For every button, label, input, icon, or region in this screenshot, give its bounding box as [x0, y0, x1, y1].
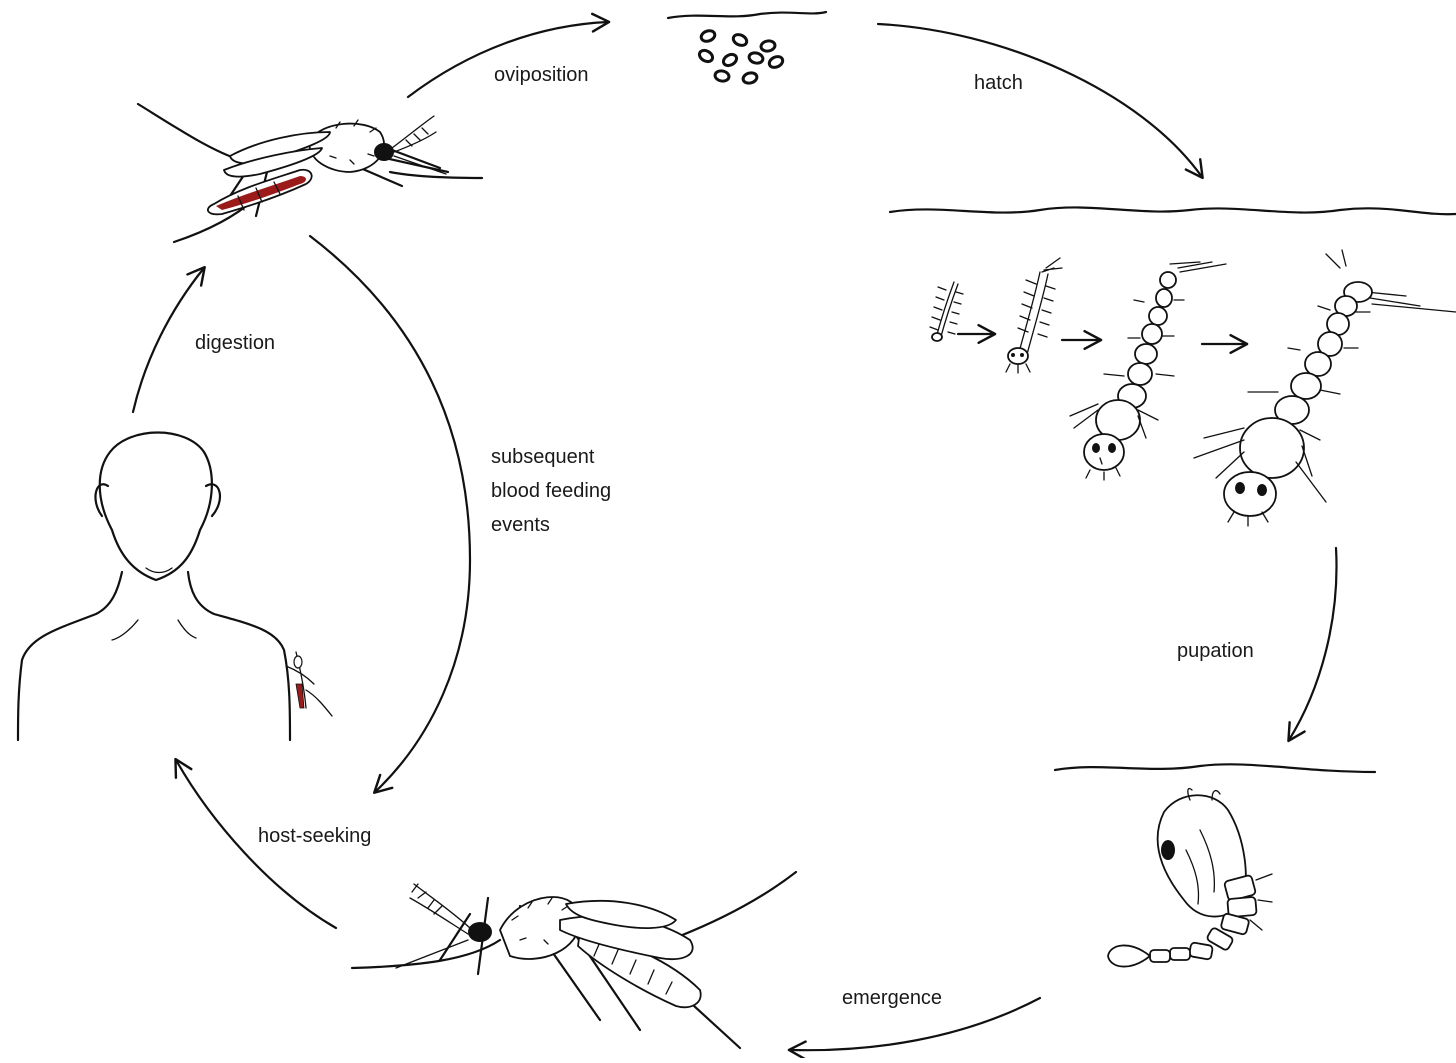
adult-mosquito-emerged — [352, 872, 796, 1048]
feeding-mosquito-on-shoulder — [286, 652, 332, 716]
label-subsequent-blood-feeding: subsequent blood feeding events — [491, 440, 611, 542]
label-emergence: emergence — [842, 988, 942, 1008]
egg-cluster — [697, 29, 784, 85]
larva-instar-4 — [1194, 250, 1456, 526]
pupa-stage — [1055, 764, 1375, 966]
egg-stage — [668, 12, 826, 85]
larva-instar-1 — [930, 282, 963, 341]
larva-water-surface — [890, 207, 1456, 214]
label-hatch: hatch — [974, 73, 1023, 93]
label-subsequent-line-1: subsequent — [491, 440, 611, 474]
arrow-hatch — [878, 24, 1202, 177]
label-oviposition: oviposition — [494, 65, 589, 85]
larva-stage — [890, 207, 1456, 526]
pupa — [1108, 788, 1272, 966]
label-subsequent-line-3: events — [491, 508, 611, 542]
arrow-pupation — [1289, 548, 1337, 740]
label-digestion: digestion — [195, 333, 275, 353]
label-pupation: pupation — [1177, 641, 1254, 661]
larva-instar-2 — [1006, 258, 1062, 373]
egg-water-surface — [668, 12, 826, 18]
arrow-digestion — [133, 268, 204, 412]
larva-instar-3 — [1070, 262, 1226, 480]
human-host — [18, 433, 332, 741]
pupa-water-surface — [1055, 764, 1375, 772]
arrow-subsequent-feeding — [310, 236, 470, 792]
adult-mosquito-blood-fed — [138, 104, 482, 242]
label-host-seeking: host-seeking — [258, 826, 371, 846]
label-subsequent-line-2: blood feeding — [491, 474, 611, 508]
